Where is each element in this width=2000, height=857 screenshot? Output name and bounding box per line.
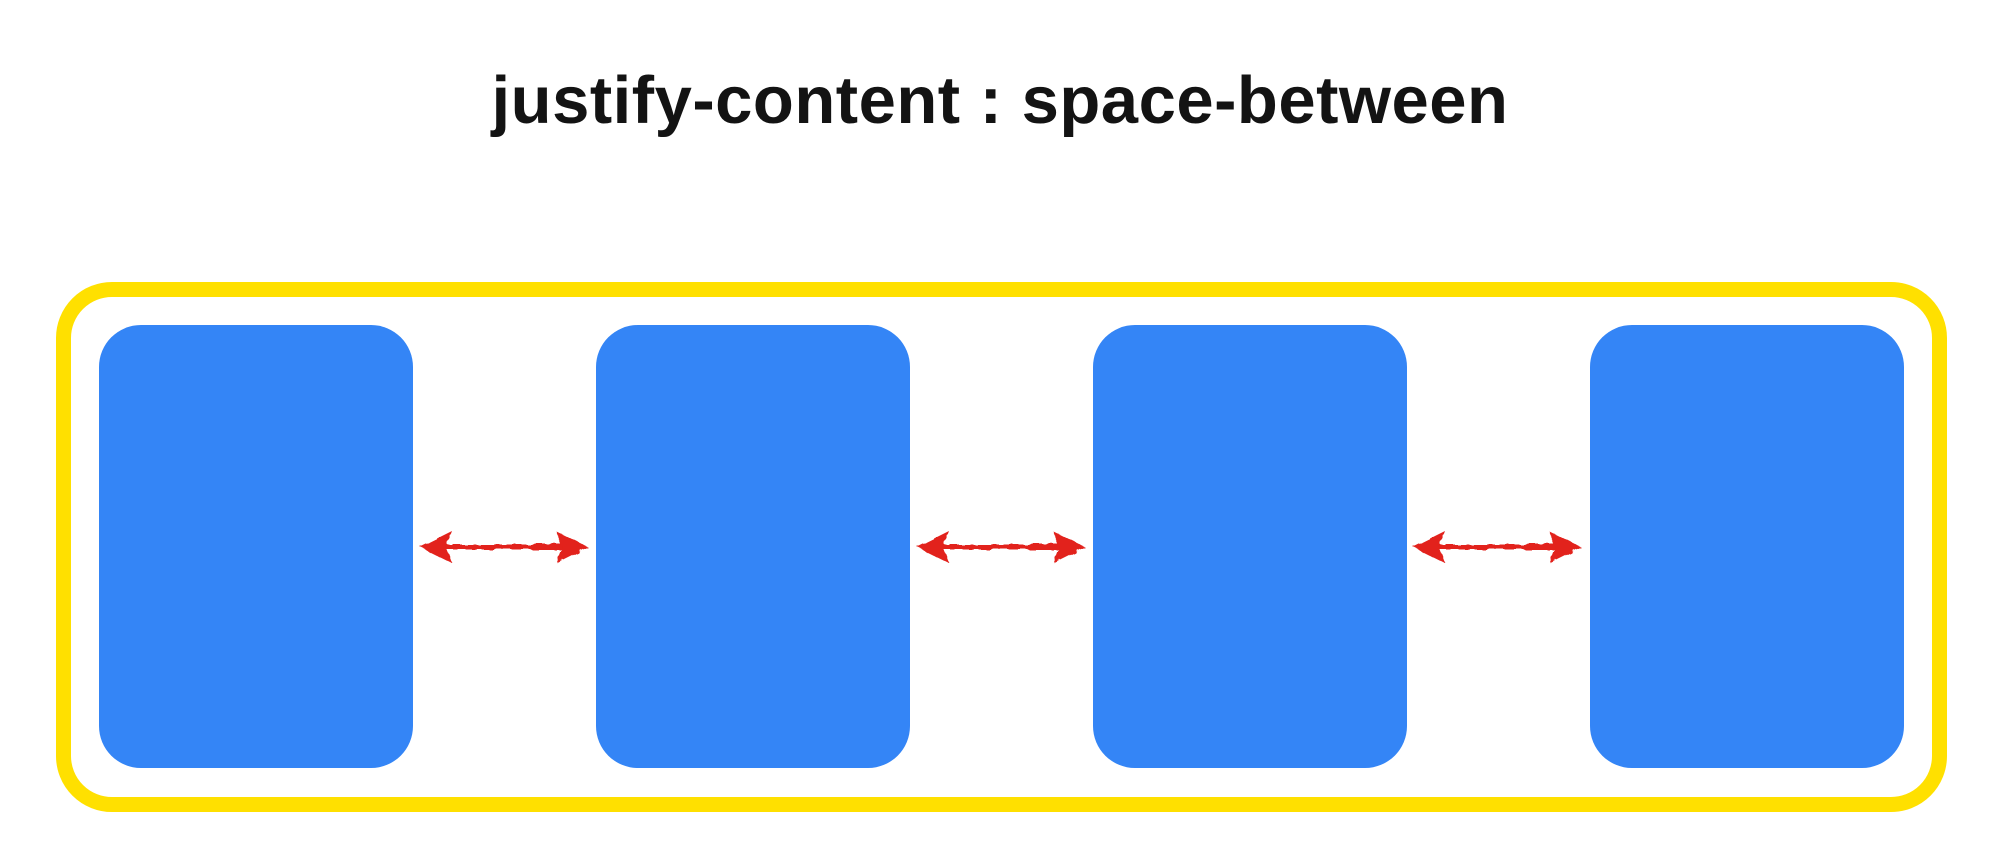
space-gap-arrow-1 [416, 525, 592, 569]
space-gap-arrow-3 [1409, 525, 1585, 569]
flex-item-2 [596, 325, 910, 768]
double-arrow-icon [913, 525, 1089, 569]
flex-item-4 [1590, 325, 1904, 768]
page-title: justify-content : space-between [491, 63, 1509, 138]
flex-container [56, 282, 1947, 812]
flex-item-1 [99, 325, 413, 768]
space-gap-arrow-2 [913, 525, 1089, 569]
double-arrow-icon [1409, 525, 1585, 569]
flex-item-3 [1093, 325, 1407, 768]
double-arrow-icon [416, 525, 592, 569]
